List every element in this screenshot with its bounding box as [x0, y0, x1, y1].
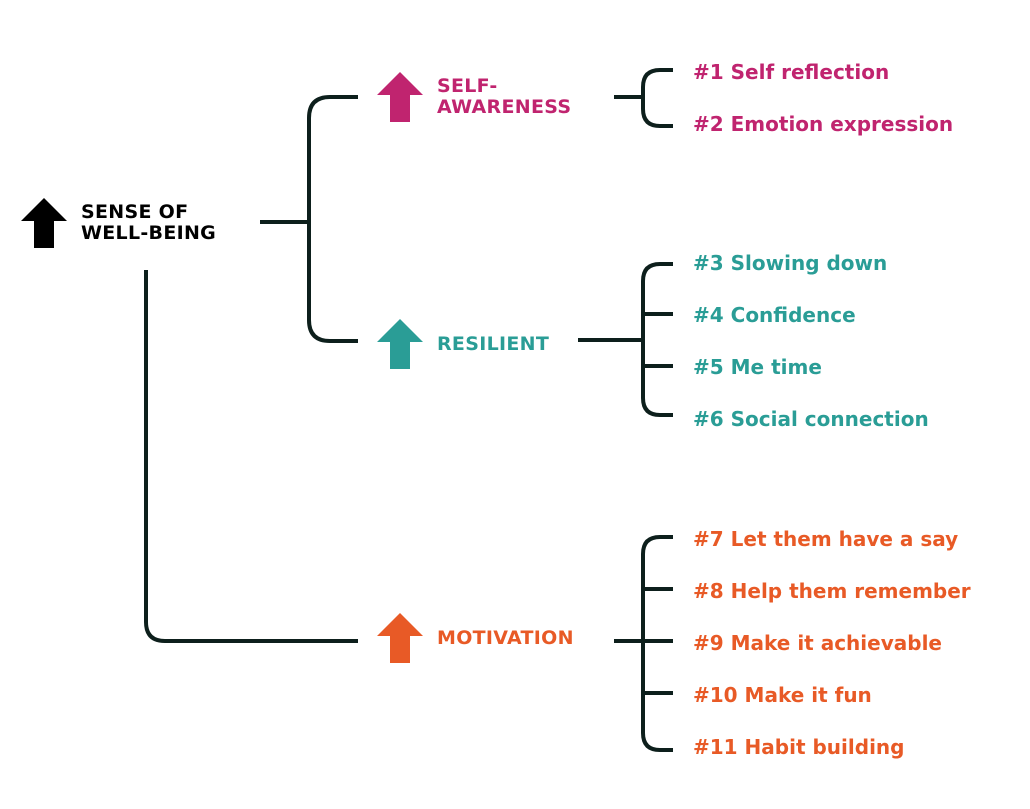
branch-node-self-awareness: SELF- AWARENESS	[377, 72, 571, 122]
branch-label-line1: SELF-	[437, 75, 498, 97]
branch-label-motivation: MOTIVATION	[437, 626, 574, 649]
branch-label-resilient: RESILIENT	[437, 332, 550, 355]
connector-root-motivation	[144, 270, 358, 643]
root-label: SENSE OF WELL-BEING	[81, 202, 216, 244]
up-arrow-icon	[21, 198, 67, 248]
leaf-item-8: #8 Help them remember	[693, 579, 971, 603]
branch-label-self-awareness: SELF- AWARENESS	[437, 76, 571, 118]
branch-label-line2: AWARENESS	[437, 96, 572, 118]
bracket-self-awareness	[641, 68, 673, 128]
branch-label-line1: MOTIVATION	[437, 626, 574, 649]
up-arrow-icon	[377, 72, 423, 122]
leaf-item-10: #10 Make it fun	[693, 683, 872, 707]
branch-node-resilient: RESILIENT	[377, 319, 549, 369]
leaf-item-3: #3 Slowing down	[693, 251, 888, 275]
leaf-item-9: #9 Make it achievable	[693, 631, 942, 655]
leaf-item-5: #5 Me time	[693, 355, 822, 379]
root-label-line2: WELL-BEING	[81, 222, 217, 244]
bracket-motivation	[641, 535, 673, 752]
leaf-item-2: #2 Emotion expression	[693, 112, 954, 136]
bracket-upper	[307, 95, 358, 343]
branch-node-motivation: MOTIVATION	[377, 613, 574, 663]
leaf-item-11: #11 Habit building	[693, 735, 905, 759]
branch-label-line1: RESILIENT	[437, 332, 550, 355]
leaf-item-4: #4 Confidence	[693, 303, 856, 327]
leaf-item-7: #7 Let them have a say	[693, 527, 959, 551]
root-label-line1: SENSE OF	[81, 201, 189, 223]
bracket-resilient	[641, 262, 673, 417]
leaf-item-1: #1 Self reflection	[693, 60, 890, 84]
up-arrow-icon	[377, 319, 423, 369]
up-arrow-icon	[377, 613, 423, 663]
leaf-item-6: #6 Social connection	[693, 407, 929, 431]
root-node: SENSE OF WELL-BEING	[21, 198, 216, 248]
